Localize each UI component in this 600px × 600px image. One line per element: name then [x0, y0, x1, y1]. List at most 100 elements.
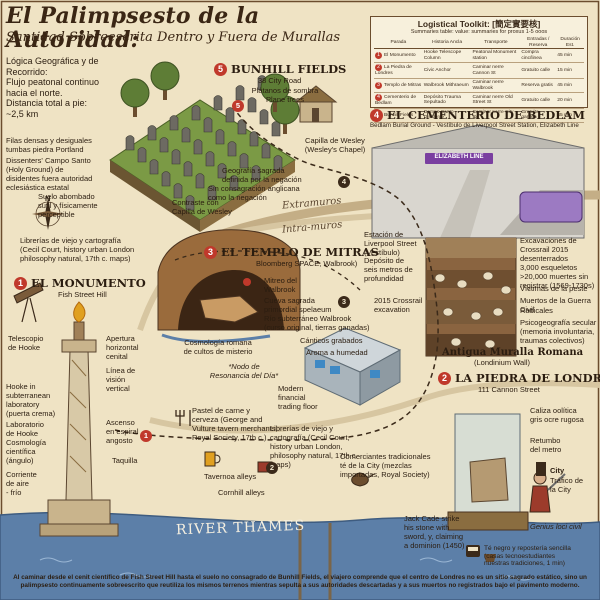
toolkit-row-number: 4 [375, 94, 382, 102]
route-step-marker: 3 [338, 296, 350, 308]
oolitic-limestone-note: Caliza oolítica gris ocre rugosa [530, 406, 584, 424]
hooke-telescope-illustration [13, 282, 44, 323]
hooke-telescope-note: Telescopio de Hooke [8, 334, 44, 352]
toolkit-cell-transport: Caminar nerre City Rd [471, 108, 521, 123]
cornhill-alleys-label: Cornhill alleys [218, 488, 265, 497]
route-step-marker: 4 [338, 176, 350, 188]
stop-5-address: 38 City Road [258, 76, 302, 85]
trading-floor-illustration [303, 327, 402, 406]
toolkit-row-number: 3 [375, 82, 382, 90]
trading-floor-note: Modern financial trading floor [278, 384, 318, 411]
route-distance-text: Distancia total a pie: ~2,5 km [6, 98, 88, 119]
gravestone [235, 85, 245, 101]
wesley-chapel-note: Capilla de Wesley (Wesley's Chapel) [304, 136, 366, 154]
genius-loci-note: Genius loci civil [530, 522, 582, 531]
gravestone [251, 165, 261, 181]
gravestone [125, 135, 135, 151]
toolkit-row-number: 1 [375, 52, 382, 60]
gravestone [193, 139, 203, 155]
stop-1-name: EL MONUMENTO [31, 276, 146, 290]
toolkit-stop-name: Bunhill Fields [384, 112, 414, 118]
skull-icon [500, 285, 512, 295]
plague-victims-note: Víctimas de la peste [520, 284, 588, 293]
skull-icon [482, 271, 494, 281]
metro-rumble-note: Retumbo del metro [530, 436, 562, 454]
stop-3-name: EL TEMPLO DE MITRAS [221, 245, 379, 259]
buried-skulls-group [434, 271, 512, 349]
toolkit-title: Logistical Toolkit: [簡定實要核] [417, 19, 541, 29]
elizabeth-line-sign: ELIZABETH LINE [434, 154, 484, 160]
gravestone [181, 127, 191, 143]
cutlery-icon [175, 410, 191, 426]
compass-n: N [45, 194, 51, 203]
stop-4-badge: 4 [370, 109, 383, 122]
river-bridge [298, 523, 332, 600]
bookshops-note: Librerías de viejo y cartografía (Cecil … [20, 236, 135, 263]
toolkit-stop-name: Templo de Mitras [384, 83, 422, 89]
gravestone [185, 195, 195, 211]
gravestone [147, 125, 157, 141]
gravestone [227, 141, 237, 157]
jack-cade-figure [529, 471, 566, 513]
hooke-basement-note: Hooke in subterranean laboratory (puerta… [6, 382, 56, 418]
train-icon [466, 545, 480, 557]
stop-2-name: LA PIEDRA DE LONDRES [455, 371, 600, 385]
skull-icon [456, 279, 468, 289]
radicals-note: Radicales [520, 306, 553, 315]
gravestone [273, 155, 283, 171]
secular-psychogeography-note: Psicogeografía secular (memoria involunt… [520, 318, 597, 345]
gravestone [205, 151, 215, 167]
toolkit-cell-history: Civic Anchor [422, 62, 472, 79]
toolkit-row-number: 2 [375, 64, 382, 72]
stop-5-name: BUNHILL FIELDS [231, 62, 347, 76]
stop-5-badge: 5 [214, 63, 227, 76]
gravestone [149, 159, 159, 175]
chapel-contrast-note: Contraste con Capilla de Wesley [172, 198, 232, 216]
plane-trees-group [120, 61, 300, 134]
toolkit-cell-history: Campo Santo Disidente [422, 108, 472, 123]
page-title: El Palimpsesto de la Autoridad: [6, 3, 260, 53]
stop-2-heading: 2 LA PIEDRA DE LONDRES [438, 372, 600, 385]
tea-pastry-note: Té negro y repostería sencilla (casas te… [484, 545, 571, 568]
liverpool-street-station-illustration [371, 124, 585, 239]
stop-2-address: 111 Cannon Street [478, 385, 540, 394]
toolkit-stop-name: La Piedra de Londres [375, 65, 412, 77]
ticket-office-note: Taquilla [112, 456, 138, 465]
bedlam-soil-strata [425, 237, 517, 357]
toolkit-cell-transport: Caminar nerre Walbrook [471, 78, 521, 94]
skull-icon [470, 311, 482, 321]
gravestone [217, 163, 227, 179]
toolkit-stop-name: El Monumento [384, 53, 416, 59]
toolkit-cell-duration: 45 min [556, 48, 584, 64]
grave-rows-note: Filas densas y desiguales tumbas piedra … [6, 136, 92, 154]
gravestone [259, 109, 269, 125]
gravestone [161, 171, 171, 187]
stop-2-badge: 2 [438, 372, 451, 385]
hooke-lab-note: Laboratorio de Hooke [6, 420, 44, 438]
road-line [149, 380, 600, 434]
toolkit-cell-entry: Gratuito calle [520, 92, 557, 109]
route-step-marker: 2 [266, 462, 278, 474]
stop-5-heading: 5 BUNHILL FIELDS [214, 63, 346, 76]
logistical-toolkit-table: Logistical Toolkit: [簡定實要核] Summaries ta… [370, 16, 588, 123]
damp-aroma-note: Aroma a humedad [306, 348, 368, 357]
deposit-depth-note: Depósito de seis metros de profundidad [364, 256, 413, 283]
plane-trees-note: Plátanos de sombra Plane trees [251, 86, 319, 104]
wesley-chapel-illustration [294, 85, 338, 123]
resonance-node-note: *Nodo de Resonancia del Día* [209, 362, 279, 380]
toolkit-header-cell: Parada [374, 37, 423, 50]
plane-tree [150, 61, 180, 91]
tea-cup-icon [484, 554, 496, 562]
gravestone [169, 115, 179, 131]
sight-line-note: Línea de visión vertical [106, 366, 136, 393]
crossrail-excavation-note: 2015 Crossrail excavation [374, 296, 423, 314]
toolkit-cell-entry: Compra cinc/linea [520, 48, 557, 64]
